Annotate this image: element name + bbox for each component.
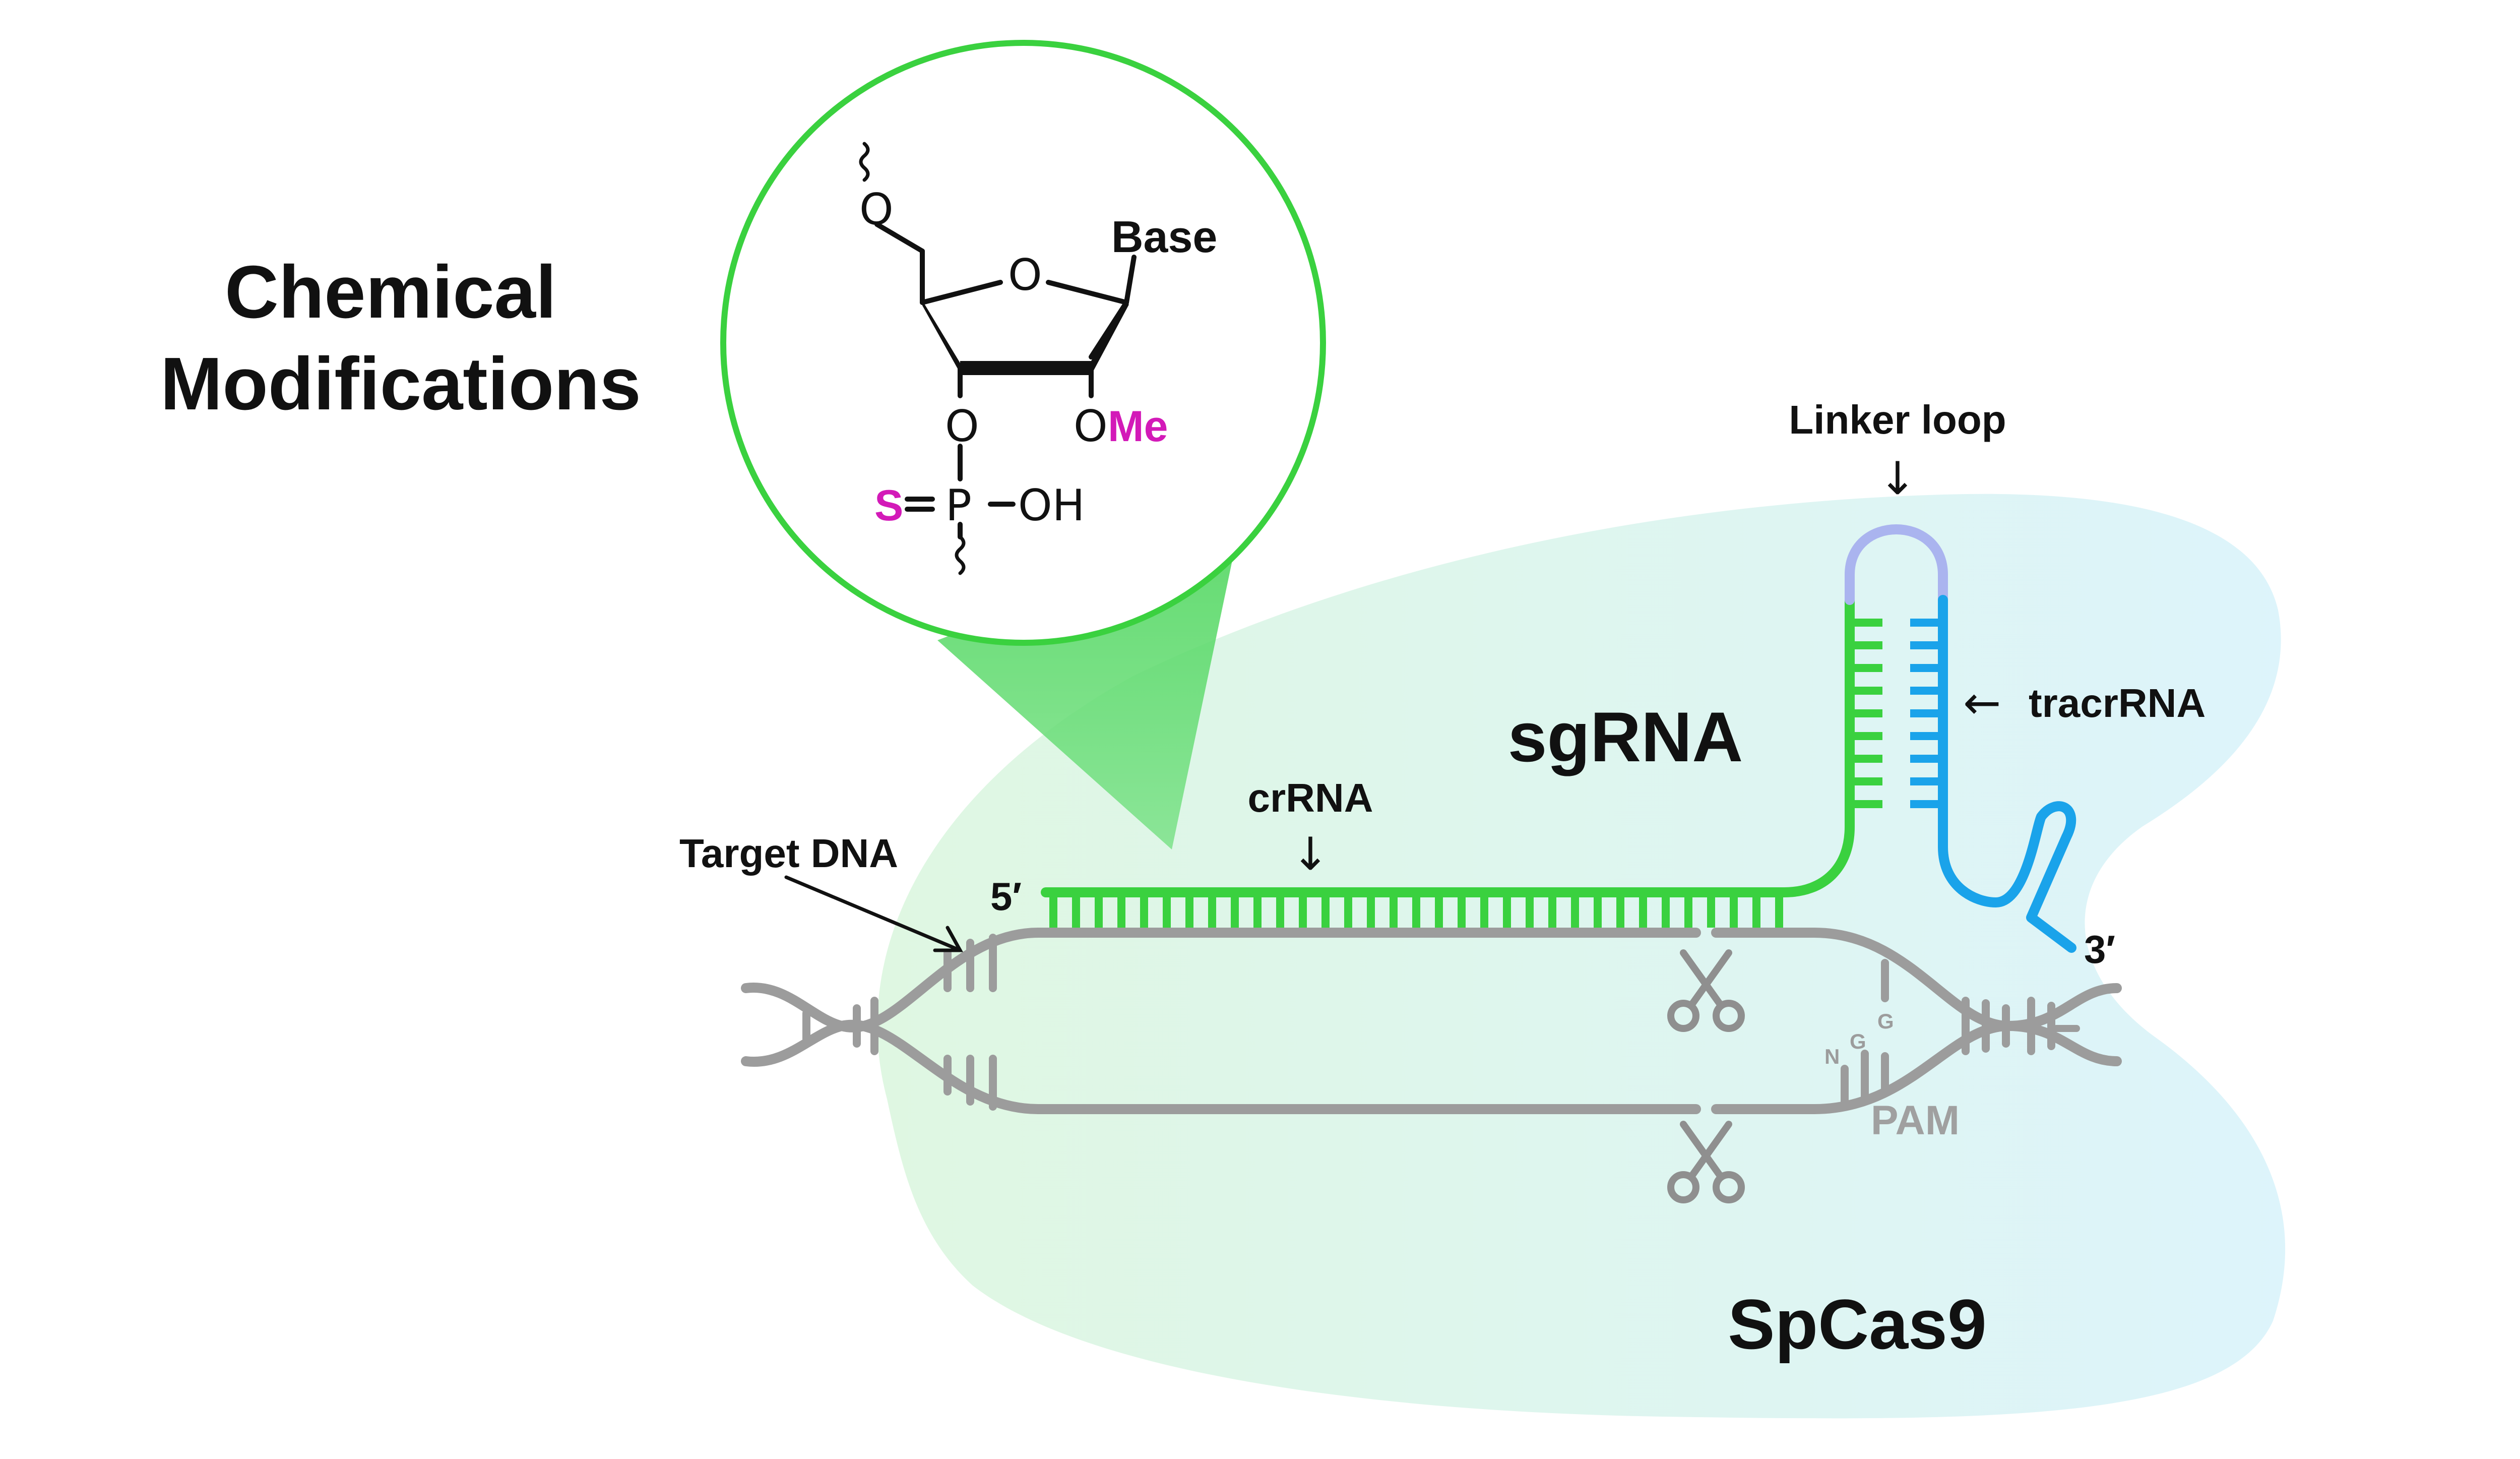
pam-g2-label: G <box>1877 1009 1894 1033</box>
hairpin-green-pairs <box>1850 619 1882 808</box>
o3-atom: O <box>945 401 979 452</box>
target-dna <box>741 928 2122 1114</box>
spcas9-label: SpCas9 <box>1728 1285 1987 1364</box>
phosphorus-atom: P <box>946 480 972 531</box>
sgrna-strand <box>1041 595 1855 897</box>
nucleotide-structure <box>859 142 1137 575</box>
hairpin-blue-pairs <box>1910 619 1943 808</box>
five-prime-label: 5′ <box>990 874 1022 919</box>
tracrrna-label: tracrRNA <box>2029 681 2206 725</box>
crrna-arrow: ↓ <box>1291 828 1329 881</box>
crrna-label: crRNA <box>1248 775 1373 820</box>
title-line-2: Modifications <box>160 342 641 425</box>
wavy-bond-icon <box>859 142 870 182</box>
ring-wedge-left <box>922 300 960 373</box>
o2-atom: O <box>1074 401 1108 452</box>
pam-g1-label: G <box>1850 1029 1866 1053</box>
tracrrna-arrow: ← <box>1963 677 2001 730</box>
wavy-bond-icon <box>955 535 966 575</box>
ring-bold-bottom <box>960 361 1091 375</box>
target-dna-label: Target DNA <box>679 831 898 876</box>
methyl-label: Me <box>1108 402 1168 451</box>
sgrna-label: sgRNA <box>1508 697 1743 776</box>
pam-label: PAM <box>1871 1098 1960 1143</box>
sulfur-atom: S <box>874 481 903 530</box>
three-prime-label: 3′ <box>2084 927 2115 971</box>
target-dna-arrow <box>784 875 963 952</box>
spcas9-blob <box>877 494 2286 1419</box>
base-label: Base <box>1111 212 1217 262</box>
magnifier-circle <box>720 40 1326 646</box>
title-line-1: Chemical <box>225 251 556 334</box>
tracrrna-strand <box>1938 595 2076 953</box>
scissors-icon <box>1667 1121 1745 1203</box>
pam-n-label: N <box>1824 1045 1840 1068</box>
scissors-icon <box>1667 949 1745 1032</box>
o5-atom: O <box>859 185 894 235</box>
hydroxyl-label: OH <box>1018 480 1085 531</box>
linker-loop-label: Linker loop <box>1789 397 2006 442</box>
linker-loop-arrow: ↓ <box>1878 452 1916 505</box>
ring-wedge-right <box>1091 301 1129 375</box>
linker-loop <box>1845 524 1948 605</box>
ring-oxygen: O <box>1008 250 1042 300</box>
crrna-base-pairs <box>1049 892 1783 928</box>
